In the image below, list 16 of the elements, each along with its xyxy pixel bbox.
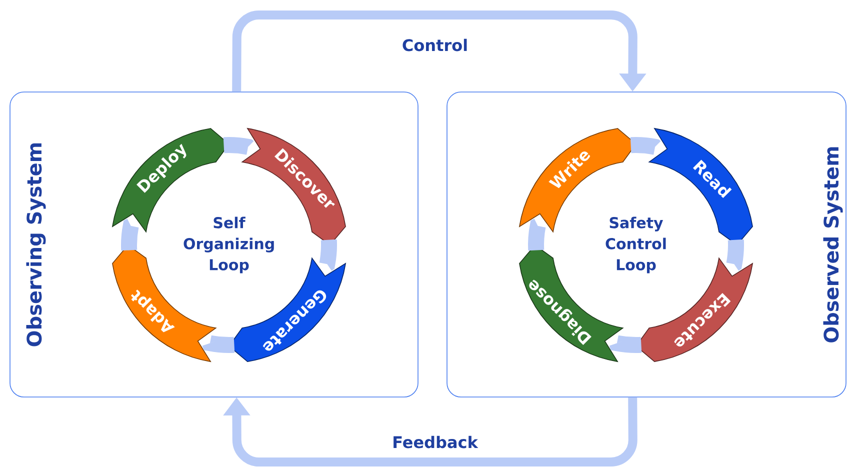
connector-arrow xyxy=(223,397,638,466)
loop-ring-segment xyxy=(121,218,139,251)
loop-ring-segment xyxy=(528,218,546,251)
system-heading: Observing System xyxy=(26,143,46,346)
loop-ring-segment xyxy=(608,335,642,353)
loop-ring-segment xyxy=(319,239,337,272)
loop-ring-segment xyxy=(202,335,235,353)
edge-label: Feedback xyxy=(394,436,478,448)
loop-ring-segment xyxy=(223,137,256,155)
system-box xyxy=(446,92,846,398)
loop-ring-segment xyxy=(630,137,664,155)
edge-label: Control xyxy=(402,38,467,52)
system-box xyxy=(10,92,418,398)
connector-arrow xyxy=(232,10,646,92)
system-heading: Observed System xyxy=(823,147,843,342)
loop-ring-segment xyxy=(726,239,744,272)
